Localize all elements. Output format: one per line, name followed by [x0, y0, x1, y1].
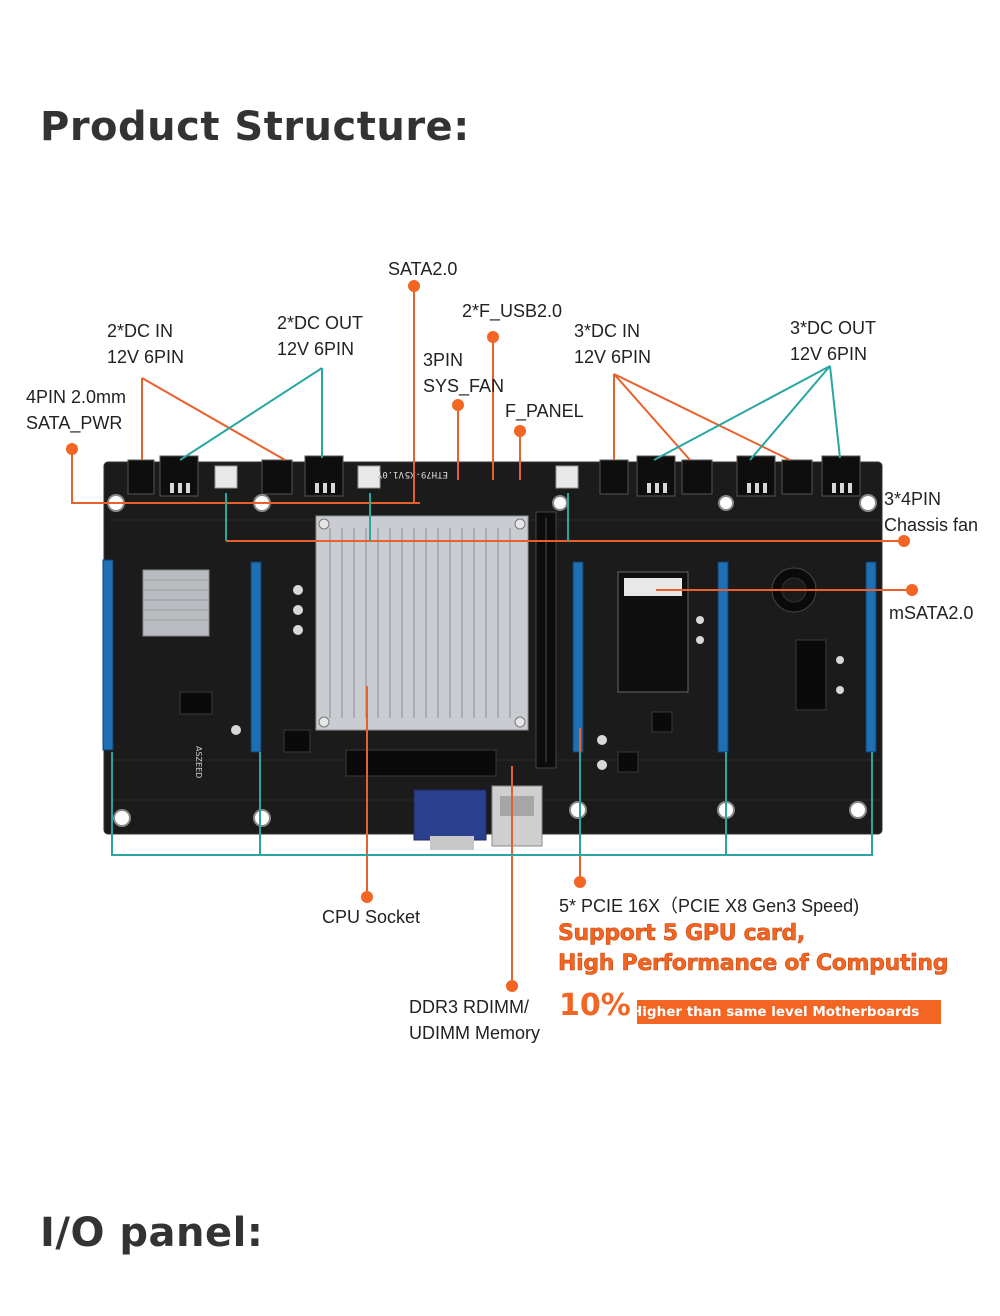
label-ddr3: DDR3 RDIMM/ UDIMM Memory [409, 994, 540, 1046]
board-model-text: ETH79-X5 [405, 469, 448, 479]
label-dc-out-2-title: 2*DC OUT [277, 313, 364, 333]
callout-dots [66, 280, 918, 992]
label-pcie: 5* PCIE 16X（PCIE X8 Gen3 Speed) [559, 896, 860, 916]
dc-in-connector [159, 455, 199, 497]
label-ddr3-type: DDR3 RDIMM/ [409, 997, 529, 1017]
label-dc-in-2-title: 2*DC IN [107, 321, 174, 341]
label-f-panel: F_PANEL [505, 401, 584, 421]
label-dc-out-3-spec: 12V 6PIN [790, 344, 868, 364]
chipset-heatsink [142, 569, 210, 637]
label-dc-in-2: 2*DC IN 12V 6PIN [107, 318, 184, 370]
label-sys-fan-pins: 3PIN [423, 350, 464, 370]
connector-pins [170, 483, 852, 493]
vga-port [413, 789, 487, 841]
label-f-usb: 2*F_USB2.0 [462, 301, 563, 321]
promo-banner: Higher than same level Motherboards 10% [553, 988, 941, 1024]
pcie-slots [102, 559, 877, 753]
promo-gpu-support: Support 5 GPU card, [558, 921, 806, 947]
board-version-text: V1.0Y [376, 469, 404, 479]
page-title: Product Structure: [40, 104, 470, 150]
label-dc-out-2-spec: 12V 6PIN [277, 339, 355, 359]
label-chassis-fan-name: Chassis fan [884, 515, 979, 535]
cpu-heatsink [315, 515, 529, 731]
label-ddr3-memory: UDIMM Memory [409, 1023, 540, 1043]
label-sata-pwr-name: SATA_PWR [26, 413, 123, 433]
sys-fan-header [357, 465, 381, 489]
teal-callouts [111, 365, 873, 856]
label-dc-out-3: 3*DC OUT 12V 6PIN [790, 315, 876, 367]
label-sata20: SATA2.0 [388, 259, 458, 279]
io-panel-heading: I/O panel: [40, 1210, 264, 1256]
label-sata-pwr-title: 4PIN 2.0mm [26, 387, 127, 407]
board-brand-text: ASZEED [194, 746, 203, 778]
motherboard-diagram: ETH79-X5 V1.0Y ASZEED [66, 280, 918, 992]
label-sys-fan: 3PIN SYS_FAN [423, 347, 504, 399]
label-dc-in-3-spec: 12V 6PIN [574, 347, 652, 367]
label-chassis-fan-pins: 3*4PIN [884, 489, 942, 509]
label-cpu-socket: CPU Socket [322, 907, 421, 927]
label-sys-fan-name: SYS_FAN [423, 376, 505, 396]
label-chassis-fan: 3*4PIN Chassis fan [884, 486, 978, 538]
promo-percent: 10% [553, 988, 637, 1024]
label-dc-out-3-title: 3*DC OUT [790, 318, 877, 338]
heatsink-fins [329, 528, 511, 718]
label-msata: mSATA2.0 [889, 603, 974, 623]
orange-callouts [71, 288, 912, 986]
label-dc-in-3-title: 3*DC IN [574, 321, 641, 341]
label-dc-in-3: 3*DC IN 12V 6PIN [574, 318, 651, 370]
promo-tagline: Higher than same level Motherboards [625, 1000, 941, 1024]
label-dc-out-2: 2*DC OUT 12V 6PIN [277, 310, 363, 362]
promo-performance: High Performance of Computing [558, 951, 949, 977]
power-connectors [127, 455, 861, 497]
label-sata-pwr: 4PIN 2.0mm SATA_PWR [26, 384, 126, 436]
fan-header [214, 465, 238, 489]
label-dc-in-2-spec: 12V 6PIN [107, 347, 185, 367]
